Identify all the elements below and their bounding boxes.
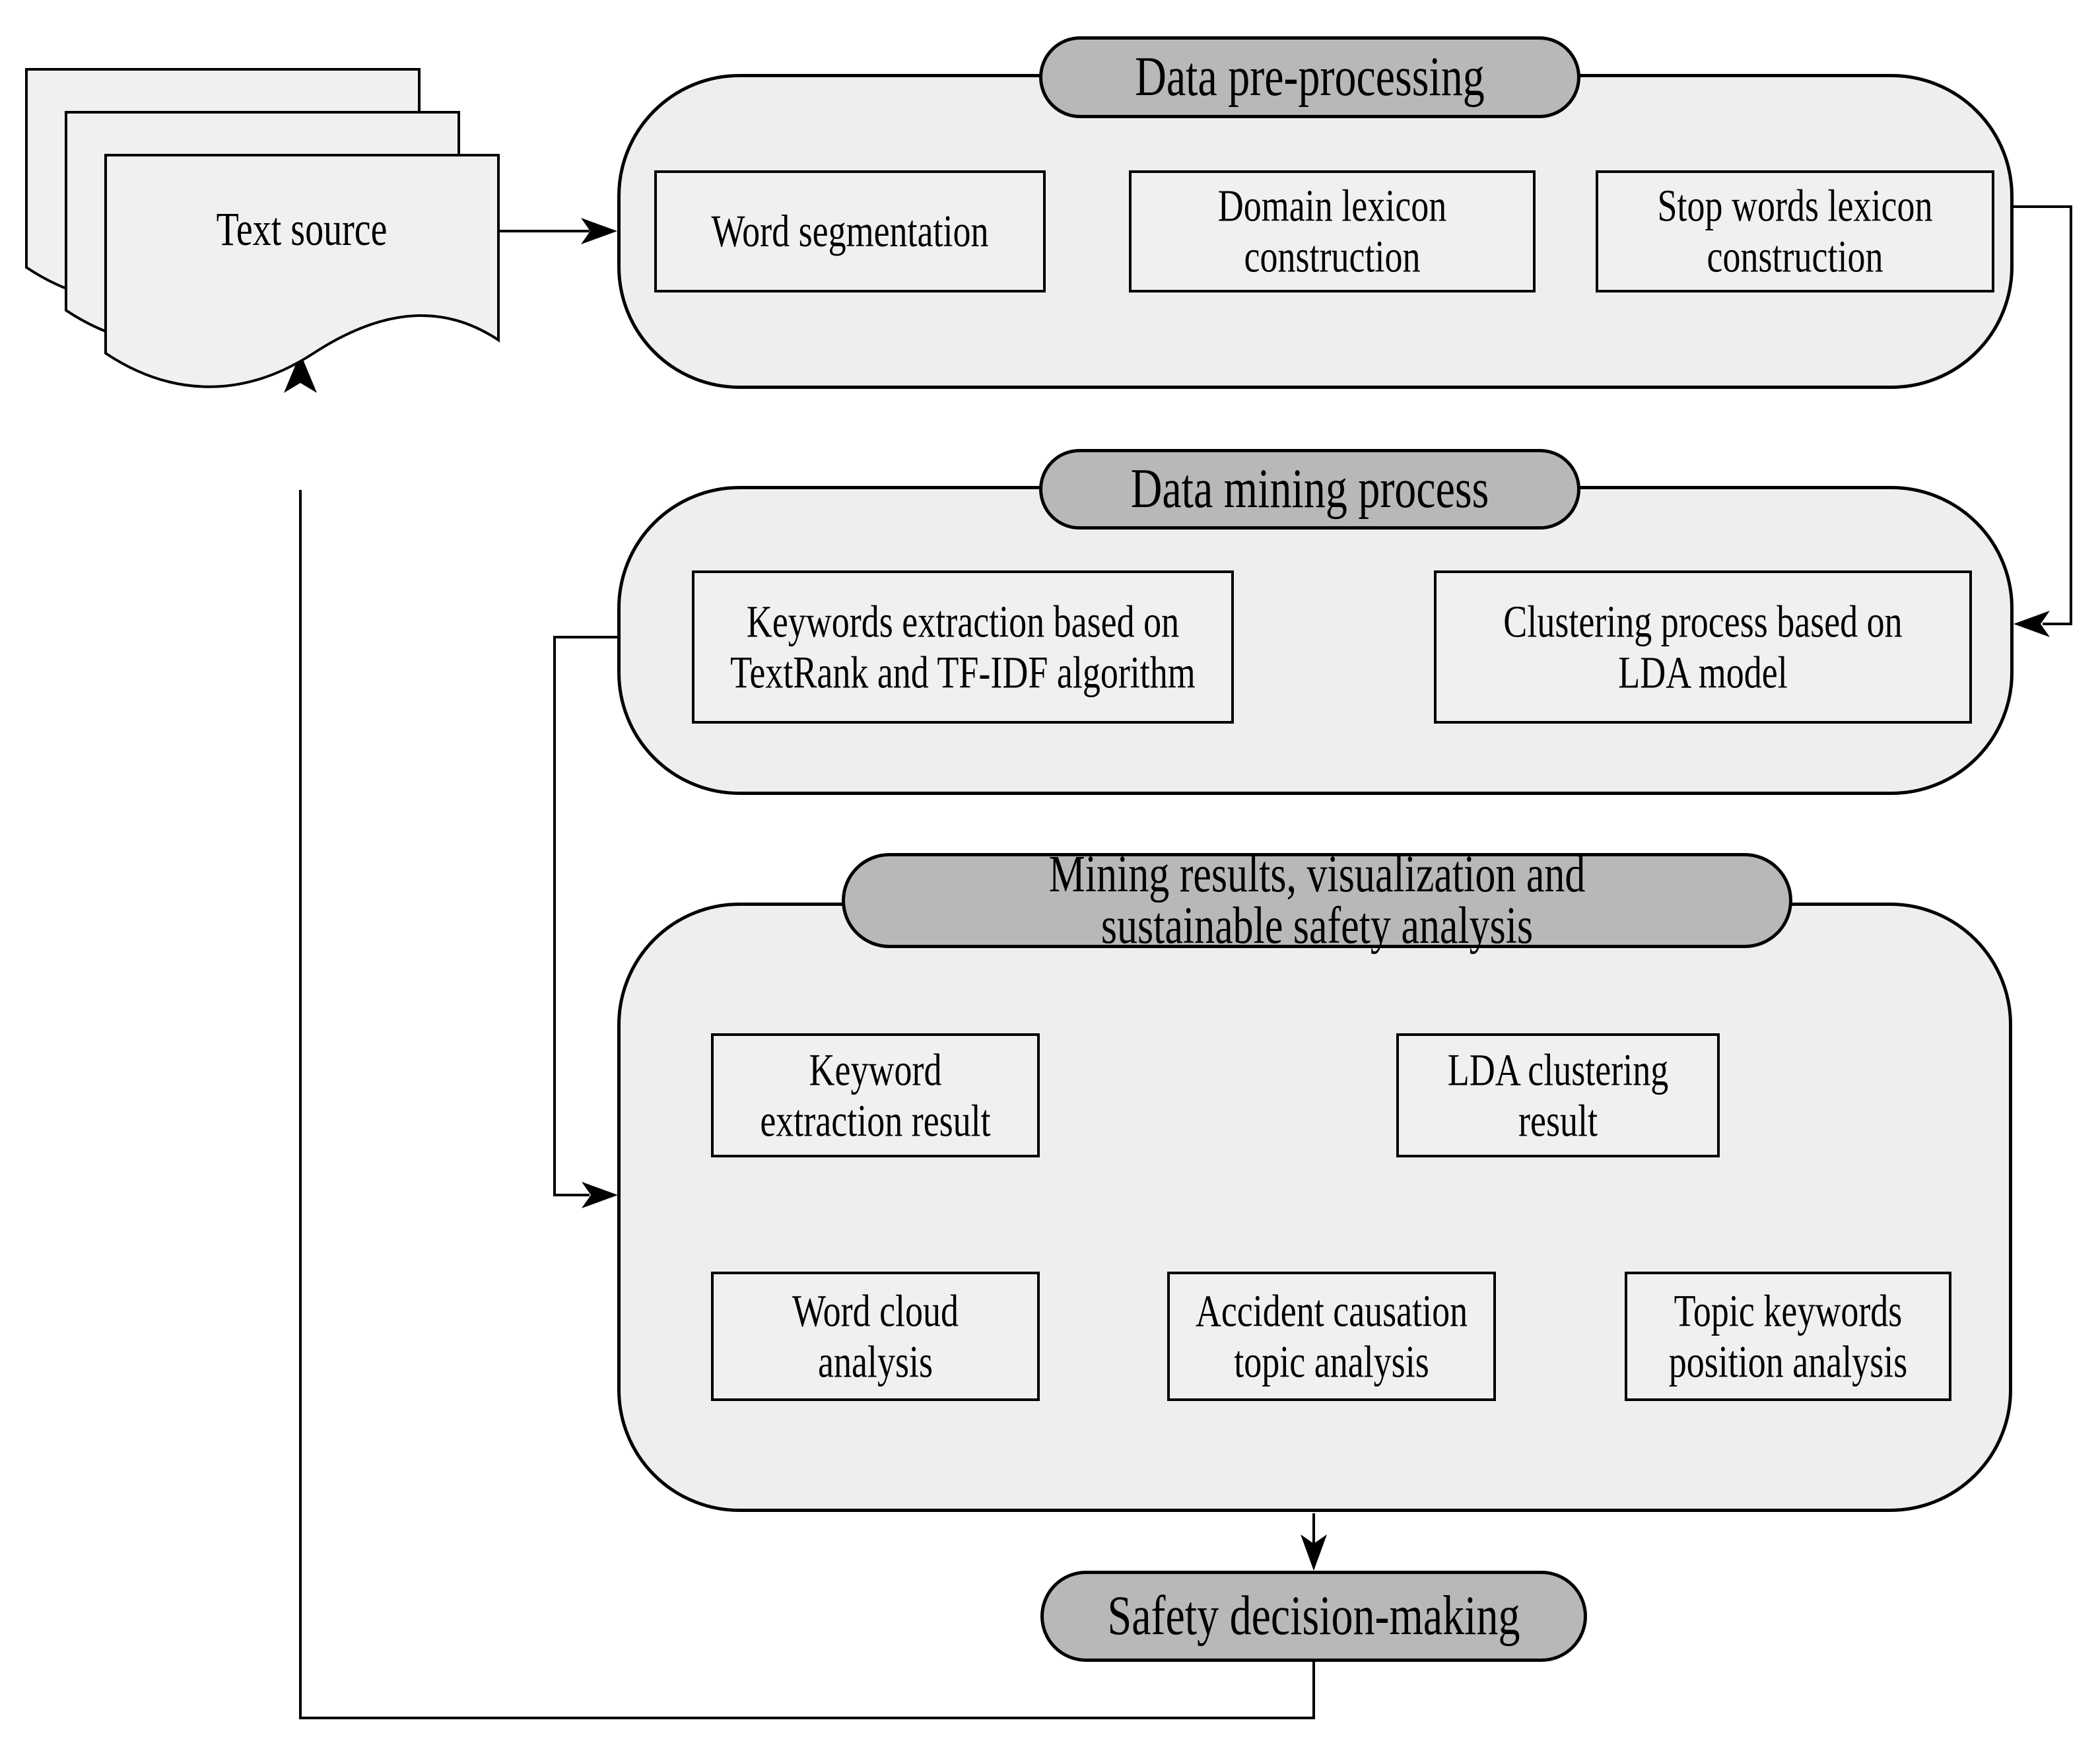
box-word-segmentation: Word segmentation — [654, 170, 1046, 292]
box-stop-words-lexicon-construction: Stop words lexicon construction — [1596, 170, 1994, 292]
document-page-front — [104, 154, 500, 388]
terminal-label: Safety decision-making — [1107, 1585, 1520, 1647]
connector-preprocessing-to-mining — [2010, 205, 2072, 625]
box-label: Domain lexicon construction — [1217, 180, 1447, 283]
arrowhead-into-mining — [2014, 611, 2050, 637]
box-label: Topic keywords position analysis — [1668, 1285, 1908, 1387]
box-label: Word cloud analysis — [792, 1285, 959, 1387]
box-accident-causation-topic-analysis: Accident causation topic analysis — [1167, 1272, 1496, 1401]
arrowhead-into-textsource — [284, 353, 317, 393]
arrowhead-into-preprocessing — [581, 218, 617, 244]
box-domain-lexicon-construction: Domain lexicon construction — [1129, 170, 1536, 292]
terminal-safety-decision-making: Safety decision-making — [1040, 1571, 1587, 1662]
box-keywords-extraction-textrank-tfidf: Keywords extraction based on TextRank an… — [692, 570, 1234, 724]
box-label: Accident causation topic analysis — [1195, 1285, 1468, 1387]
section-title-label: Mining results, visualization and sustai… — [1048, 846, 1586, 955]
box-lda-clustering-result: LDA clustering result — [1396, 1033, 1720, 1157]
box-label: Word segmentation — [711, 205, 989, 257]
box-clustering-lda-model: Clustering process based on LDA model — [1434, 570, 1972, 724]
box-word-cloud-analysis: Word cloud analysis — [711, 1272, 1040, 1401]
box-label: Stop words lexicon construction — [1657, 180, 1933, 283]
arrowhead-into-safety — [1301, 1534, 1327, 1571]
section-title-data-mining-process: Data mining process — [1039, 449, 1580, 530]
box-label: Keyword extraction result — [760, 1044, 991, 1146]
section-title-data-preprocessing: Data pre-processing — [1039, 36, 1580, 118]
section-title-label: Data pre-processing — [1135, 46, 1485, 108]
box-label: Keywords extraction based on TextRank an… — [730, 596, 1196, 698]
section-mining-results-visualization — [617, 903, 2012, 1512]
connector-mining-to-results — [553, 636, 619, 1196]
box-label: LDA clustering result — [1447, 1044, 1669, 1146]
section-title-label: Data mining process — [1130, 458, 1489, 520]
box-keyword-extraction-result: Keyword extraction result — [711, 1033, 1040, 1157]
box-topic-keywords-position-analysis: Topic keywords position analysis — [1625, 1272, 1951, 1401]
text-source-label: Text source — [216, 203, 388, 256]
section-title-mining-results: Mining results, visualization and sustai… — [842, 848, 1792, 952]
box-label: Clustering process based on LDA model — [1503, 596, 1903, 698]
document-page-back — [25, 68, 421, 302]
arrowhead-into-results — [582, 1182, 618, 1208]
